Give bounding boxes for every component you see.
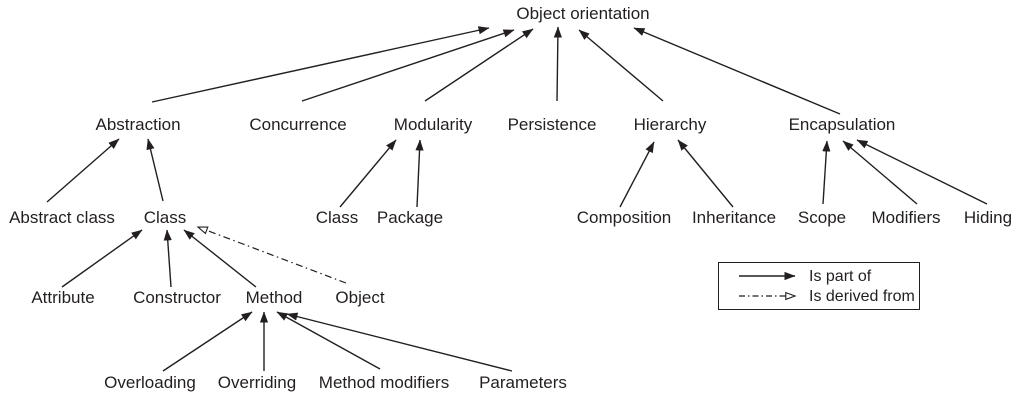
legend-label-is-part-of: Is part of bbox=[809, 267, 872, 285]
node-overriding: Overriding bbox=[217, 373, 297, 392]
node-hiding: Hiding bbox=[963, 208, 1013, 227]
edge-class-to-abstraction bbox=[146, 138, 164, 202]
edge-abstract-class-to-abstraction bbox=[46, 138, 120, 203]
node-composition: Composition bbox=[576, 208, 672, 227]
node-encapsulation: Encapsulation bbox=[788, 115, 896, 134]
node-object: Object bbox=[335, 288, 385, 307]
node-concurrence: Concurrence bbox=[249, 115, 347, 134]
node-hierarchy: Hierarchy bbox=[633, 115, 707, 134]
is-derived-from-arrow-icon bbox=[739, 291, 797, 301]
node-object-orientation: Object orientation bbox=[516, 4, 650, 23]
node-scope: Scope bbox=[797, 208, 847, 227]
edge-parameters-to-method bbox=[286, 312, 513, 372]
legend-row-is-part-of: Is part of bbox=[737, 267, 919, 286]
node-persistence: Persistence bbox=[507, 115, 597, 134]
node-inheritance: Inheritance bbox=[691, 208, 777, 227]
node-abstract-class: Abstract class bbox=[9, 208, 115, 227]
edge-modularity-to-object-orientation bbox=[424, 28, 534, 102]
edge-persistence-to-object-orientation bbox=[553, 26, 562, 102]
edge-class-to-modularity bbox=[339, 139, 397, 208]
edge-method-to-class bbox=[183, 229, 257, 288]
edge-modifiers-to-encapsulation bbox=[842, 140, 918, 205]
node-method-modifiers: Method modifiers bbox=[318, 373, 450, 392]
edge-abstraction-to-object-orientation bbox=[151, 26, 490, 103]
node-package: Package bbox=[376, 208, 444, 227]
edge-attribute-to-class bbox=[61, 229, 143, 288]
node-attribute: Attribute bbox=[31, 288, 95, 307]
edge-method-modifiers-to-method bbox=[276, 311, 381, 370]
edge-scope-to-encapsulation bbox=[822, 140, 831, 205]
edge-encapsulation-to-object-orientation bbox=[633, 27, 841, 115]
edge-package-to-modularity bbox=[415, 139, 424, 208]
legend-label-is-derived-from: Is derived from bbox=[809, 287, 915, 305]
edge-object-derived-from-class bbox=[196, 226, 347, 284]
node-method: Method bbox=[245, 288, 303, 307]
node-modularity: Modularity bbox=[393, 115, 473, 134]
node-class-under-modularity: Class bbox=[315, 208, 359, 227]
edge-hierarchy-to-object-orientation bbox=[578, 29, 664, 102]
edge-hiding-to-encapsulation bbox=[856, 139, 988, 205]
node-constructor: Constructor bbox=[133, 288, 221, 307]
edge-inheritance-to-hierarchy bbox=[677, 139, 734, 208]
legend-row-is-derived-from: Is derived from bbox=[737, 287, 919, 306]
legend-box: Is part of Is derived from bbox=[718, 262, 920, 310]
node-abstraction: Abstraction bbox=[95, 115, 181, 134]
edge-concurrence-to-object-orientation bbox=[301, 29, 515, 102]
node-modifiers: Modifiers bbox=[871, 208, 941, 227]
node-parameters: Parameters bbox=[479, 373, 567, 392]
node-overloading: Overloading bbox=[104, 373, 196, 392]
edge-composition-to-hierarchy bbox=[619, 141, 655, 208]
edge-overloading-to-method bbox=[162, 311, 253, 372]
edge-constructor-to-class bbox=[163, 229, 172, 288]
is-part-of-arrow-icon bbox=[739, 271, 796, 281]
node-class-under-abstraction: Class bbox=[143, 208, 187, 227]
